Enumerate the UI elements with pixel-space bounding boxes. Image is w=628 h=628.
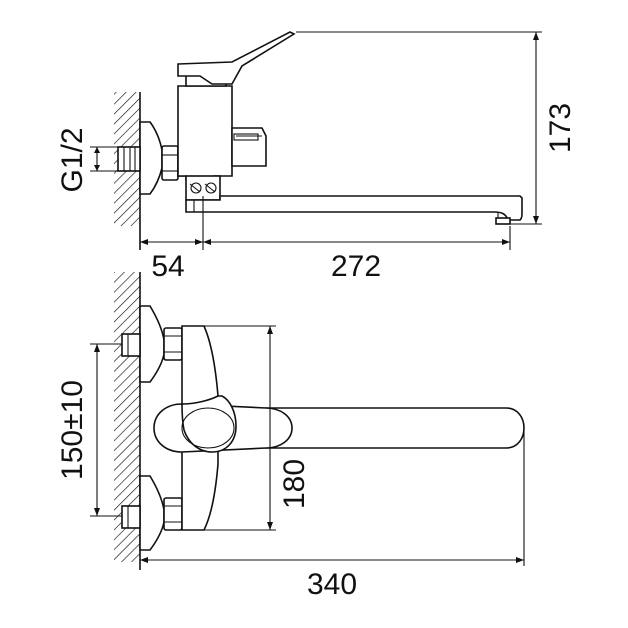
dim-offset-54: 54	[151, 250, 184, 283]
dim-thread-g12: G1/2	[56, 127, 89, 192]
mixer-body-side	[177, 85, 233, 181]
dim-height-173: 173	[544, 103, 577, 153]
spout-front	[265, 407, 525, 449]
flange-lower	[139, 475, 165, 551]
front-view: 150±10 180 340	[56, 272, 525, 601]
dim-height-180: 180	[278, 459, 311, 509]
dim-length-340: 340	[307, 568, 357, 601]
connector-upper	[121, 333, 141, 357]
thread-connector	[117, 146, 141, 172]
lever-side	[177, 31, 296, 85]
outlet-housing	[185, 175, 221, 201]
nut-top	[161, 145, 179, 181]
nut-lower	[163, 497, 183, 531]
connector-lower	[121, 505, 141, 529]
wall-flange-top	[139, 121, 163, 195]
dim-reach-272: 272	[331, 250, 381, 283]
flange-upper	[139, 305, 165, 383]
dim-center-150: 150±10	[56, 380, 89, 480]
nut-upper	[163, 327, 183, 361]
spout-side	[185, 195, 523, 221]
side-view: 173 G1/2 54 272	[56, 31, 577, 283]
